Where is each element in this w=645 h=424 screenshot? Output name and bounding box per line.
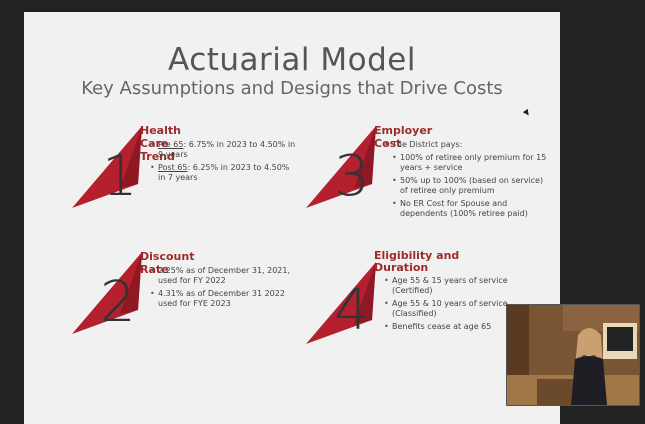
section-heading: Eligibility and Duration — [374, 249, 460, 274]
list-item: 100% of retiree only premium for 15 year… — [392, 153, 552, 173]
triangle-shape-icon — [306, 262, 376, 344]
section-number: 1 — [102, 144, 138, 209]
list-item: 50% up to 100% (based on service) of ret… — [392, 176, 552, 196]
section-number: 2 — [100, 270, 136, 335]
list-item: Age 55 & 10 years of service (Classified… — [384, 299, 512, 319]
speaker-video — [506, 304, 640, 406]
list-item: 4.31% as of December 31 2022 used for FY… — [150, 289, 298, 309]
triangle-shape-icon — [72, 126, 142, 208]
list-item: Pre 65: 6.75% in 2023 to 4.50% in 9 year… — [150, 140, 298, 160]
list-item: The District pays: — [384, 140, 552, 150]
list-item: Benefits cease at age 65 — [384, 322, 512, 332]
list-item: Post 65: 6.25% in 2023 to 4.50% in 7 yea… — [150, 163, 298, 183]
section-number: 3 — [334, 144, 370, 209]
triangle-shape-icon — [306, 126, 376, 208]
list-item: No ER Cost for Spouse and dependents (10… — [392, 199, 552, 219]
list-item: Age 55 & 15 years of service (Certified) — [384, 276, 512, 296]
section-number: 4 — [334, 278, 370, 343]
slide-subtitle: Key Assumptions and Designs that Drive C… — [81, 78, 503, 99]
slide-title: Actuarial Model — [168, 42, 416, 78]
list-item: 2.25% as of December 31, 2021, used for … — [150, 266, 298, 286]
triangle-shape-icon — [72, 252, 142, 334]
presentation-slide: Actuarial Model Key Assumptions and Desi… — [24, 12, 560, 424]
speaker-video-image — [507, 305, 639, 405]
